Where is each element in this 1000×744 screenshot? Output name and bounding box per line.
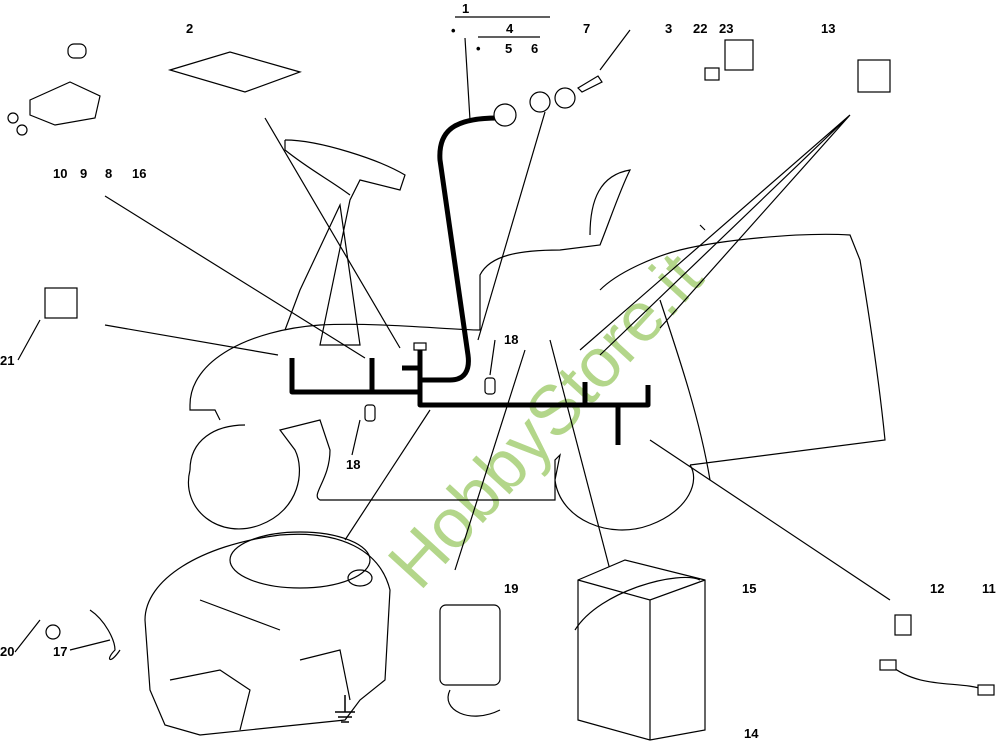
cap-16 bbox=[67, 43, 87, 59]
label-11: 11 bbox=[982, 581, 996, 596]
bullet-1: • bbox=[451, 23, 456, 38]
wiring-harness-18 bbox=[289, 115, 651, 445]
label-18-bottom: 18 bbox=[346, 457, 360, 472]
bullet-2: • bbox=[476, 41, 481, 56]
label-14: 14 bbox=[744, 726, 759, 741]
sensor-12 bbox=[894, 614, 912, 636]
label-4: 4 bbox=[506, 21, 514, 36]
cable-11 bbox=[889, 664, 986, 691]
label-7: 7 bbox=[583, 21, 590, 36]
label-21: 21 bbox=[0, 353, 14, 368]
solenoid-8 bbox=[29, 81, 101, 126]
washer-20 bbox=[45, 624, 61, 640]
switch-21 bbox=[44, 287, 78, 319]
label-3: 3 bbox=[665, 21, 672, 36]
label-20: 20 bbox=[0, 644, 14, 659]
label-17: 17 bbox=[53, 644, 67, 659]
charger-19 bbox=[439, 604, 501, 686]
label-12: 12 bbox=[930, 581, 944, 596]
label-22: 22 bbox=[693, 21, 707, 36]
ground-symbol bbox=[335, 695, 355, 723]
label-18-top: 18 bbox=[504, 332, 518, 347]
ignition-switch-5 bbox=[493, 103, 517, 127]
label-23: 23 bbox=[719, 21, 733, 36]
label-19: 19 bbox=[504, 581, 518, 596]
label-16: 16 bbox=[132, 166, 146, 181]
label-1: 1 bbox=[462, 1, 469, 16]
label-5: 5 bbox=[505, 41, 512, 56]
battery-14 bbox=[577, 559, 706, 741]
label-8: 8 bbox=[105, 166, 112, 181]
label-13: 13 bbox=[821, 21, 835, 36]
fuse-3 bbox=[704, 67, 720, 81]
tractor-outline bbox=[187, 139, 886, 531]
circuit-board-2 bbox=[167, 51, 302, 93]
wire-17 bbox=[89, 609, 121, 660]
leader-lines bbox=[14, 16, 891, 653]
switch-13 bbox=[857, 59, 891, 93]
relay-23 bbox=[724, 39, 754, 71]
engine bbox=[144, 531, 391, 736]
nut-6 bbox=[554, 87, 576, 109]
label-10: 10 bbox=[53, 166, 67, 181]
label-6: 6 bbox=[531, 41, 538, 56]
label-9: 9 bbox=[80, 166, 87, 181]
key-7 bbox=[577, 75, 603, 93]
components bbox=[7, 39, 995, 741]
label-2: 2 bbox=[186, 21, 193, 36]
label-15: 15 bbox=[742, 581, 756, 596]
